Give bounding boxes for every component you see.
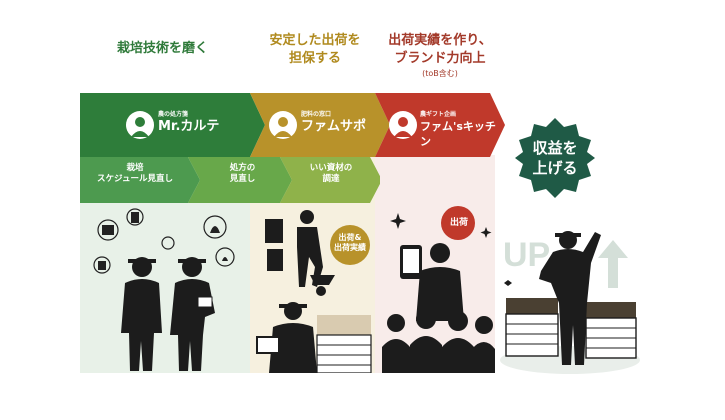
farmer-silhouette-left — [121, 257, 162, 371]
fertilizer-can-icon — [265, 219, 283, 243]
sparkle-icon — [390, 213, 406, 229]
shipping-record-line2: 出荷実績 — [334, 243, 366, 252]
step-schedule: 栽培 スケジュール見直し — [80, 163, 190, 185]
farmer-silhouette-right — [170, 257, 215, 371]
sparkle-icon — [480, 227, 492, 238]
plant-icon — [203, 215, 227, 239]
heading-brand-note: (toB含む) — [422, 69, 458, 78]
step-prescription-line1: 処方の — [229, 163, 256, 173]
up-arrow-icon — [598, 240, 628, 288]
step-materials-line1: いい資材の — [309, 163, 353, 173]
badge-starburst — [515, 118, 595, 198]
harvest-crate-right — [585, 302, 637, 359]
step-prescription: 処方の 見直し — [195, 163, 290, 185]
revenue-badge-line1: 収益を — [532, 139, 578, 157]
panel-kitchen — [375, 155, 495, 373]
brand-fams-kitchen-name: ファム'sキッチン — [420, 120, 496, 148]
step-arrow-band — [80, 157, 380, 203]
heading-brand-line1: 出荷実績を作り、 — [388, 33, 492, 48]
bottle-icon — [126, 208, 144, 226]
sprout-icon — [215, 247, 235, 267]
heading-stable-shipping: 安定した出荷を 担保する — [250, 32, 380, 68]
triumphant-farmer-silhouette — [539, 231, 601, 365]
step-materials: いい資材の 調達 — [285, 163, 377, 185]
revenue-badge — [515, 118, 595, 198]
brand-mr-karte-small: 農の処方箋 — [158, 111, 189, 118]
revenue-badge-line2: 上げる — [532, 159, 578, 177]
heading-stable-line1: 安定した出荷を — [269, 33, 361, 48]
step-arrow-3 — [280, 157, 380, 203]
sparkle-icon — [504, 280, 512, 286]
fertilizer-illustration — [256, 210, 372, 373]
up-text: UP — [503, 236, 551, 274]
heading-brand: 出荷実績を作り、 ブランド力向上 (toB含む) — [375, 32, 505, 80]
brand-fams-kitchen-small: 農ギフト企画 — [420, 111, 457, 118]
shipping-record-label: 出荷& 出荷実績 — [330, 233, 370, 253]
brand-arrow-red — [375, 93, 505, 157]
brand-arrow-gold — [250, 93, 390, 157]
step-prescription-line2: 見直し — [229, 174, 256, 184]
heading-brand-line2: ブランド力向上 — [394, 51, 486, 66]
brand-arrow-band — [80, 93, 505, 157]
farmer-logo-icon — [389, 111, 417, 139]
brand-famsapo-name: ファムサポ — [301, 119, 367, 134]
revenue-up-illustration — [500, 231, 640, 374]
shipping-label: 出荷 — [449, 218, 468, 228]
drone-icon — [97, 219, 119, 241]
fertilizer-bag-icon — [267, 249, 283, 271]
lightbulb-icon — [161, 236, 175, 250]
harvest-crate-left — [505, 298, 559, 357]
heading-cultivation: 栽培技術を磨く — [80, 40, 245, 58]
brand-famsapo-small: 肥料の窓口 — [301, 111, 332, 118]
step-arrow-1 — [80, 157, 200, 203]
kitchen-illustration — [382, 206, 495, 373]
farmer-logo-icon — [269, 111, 297, 139]
fertilizer-bag-icon — [93, 256, 111, 274]
seller-silhouette — [416, 243, 464, 321]
step-schedule-line1: 栽培 — [126, 163, 144, 173]
audience-silhouettes — [382, 309, 495, 373]
office-worker-silhouette — [269, 302, 317, 373]
wheelbarrow-worker-silhouette — [297, 210, 335, 296]
brand-fams-kitchen: 農ギフト企画 ファム'sキッチン — [388, 108, 503, 148]
brand-mr-karte-name: Mr.カルテ — [158, 119, 220, 134]
brand-arrow-green — [80, 93, 265, 157]
shipping-tag — [441, 206, 475, 240]
brand-famsapo: 肥料の窓口 ファムサポ — [268, 108, 378, 144]
brand-mr-karte: 農の処方箋 Mr.カルテ — [125, 108, 245, 144]
step-materials-line2: 調達 — [322, 174, 340, 184]
farmer-logo-icon — [126, 111, 154, 139]
shipping-record-line1: 出荷& — [338, 233, 362, 242]
step-schedule-line2: スケジュール見直し — [97, 174, 173, 184]
consultation-illustration — [93, 208, 235, 371]
heading-stable-line2: 担保する — [288, 51, 341, 66]
heading-cultivation-text: 栽培技術を磨く — [116, 41, 208, 56]
step-arrow-2 — [188, 157, 292, 203]
shipping-record-tag — [330, 225, 370, 265]
crate-stack — [316, 315, 372, 373]
revenue-badge-text: 収益を 上げる — [515, 138, 595, 178]
